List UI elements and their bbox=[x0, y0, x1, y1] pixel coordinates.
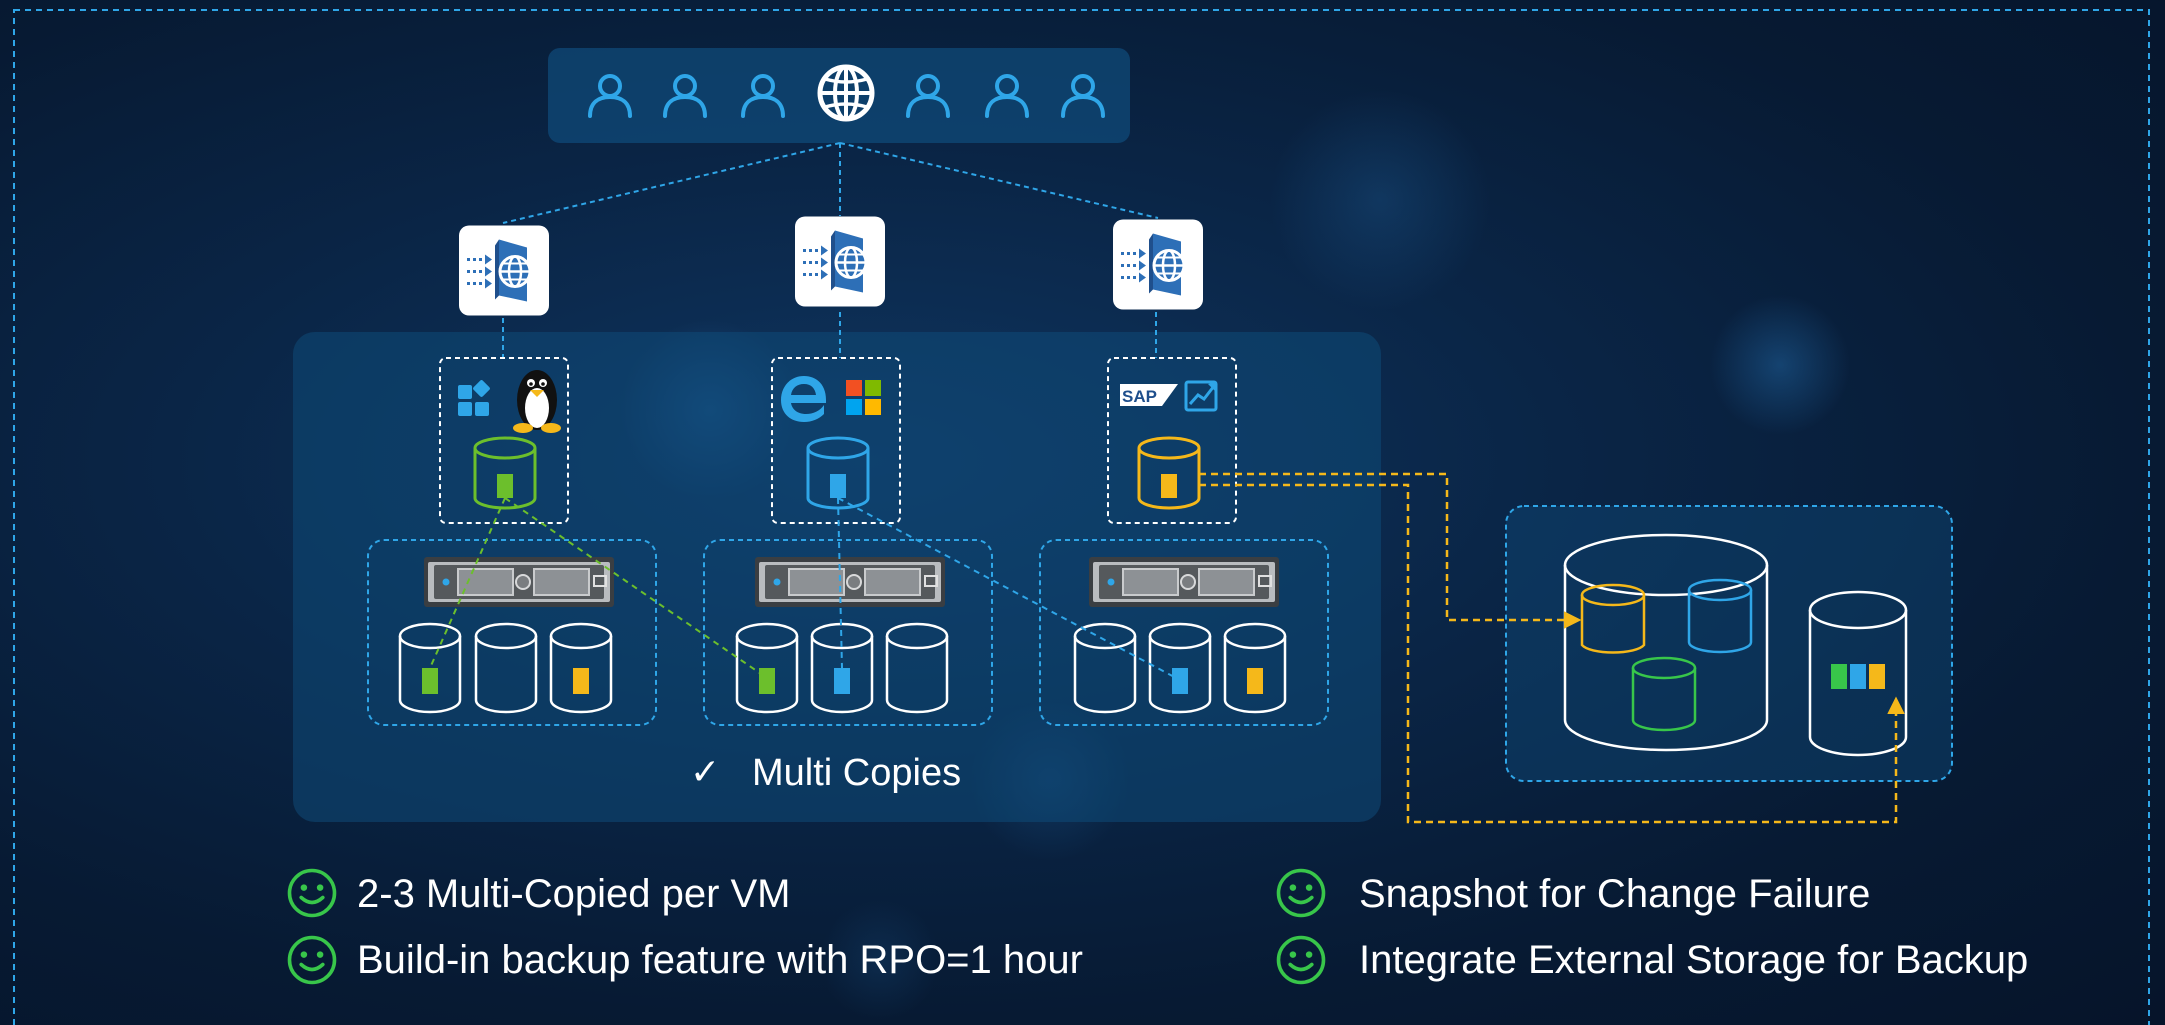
apps-grid-icon bbox=[458, 380, 490, 416]
web-gateway-icon bbox=[1113, 218, 1203, 311]
vm-box-3: SAP bbox=[1107, 357, 1237, 524]
external-storage-icon bbox=[1505, 505, 1953, 782]
vm-disk-yellow bbox=[1137, 436, 1201, 510]
feature-text: Integrate External Storage for Backup bbox=[1359, 938, 2028, 982]
server-icon bbox=[755, 557, 945, 607]
backup-arrows bbox=[1199, 472, 1905, 824]
users-bar bbox=[548, 48, 1130, 143]
multi-copies-label: Multi Copies bbox=[752, 752, 961, 794]
multi-copies-check: ✓ bbox=[690, 751, 720, 792]
feature-list: 2-3 Multi-Copied per VM Build-in backup … bbox=[287, 868, 2028, 985]
host-box-2 bbox=[703, 539, 993, 726]
feature-text: Snapshot for Change Failure bbox=[1359, 872, 1870, 916]
smiley-icon bbox=[287, 868, 337, 918]
web-gateway-icon bbox=[795, 214, 885, 309]
outer-frame bbox=[13, 9, 2150, 1025]
host-box-1 bbox=[367, 539, 657, 726]
analytics-chart-icon bbox=[1184, 380, 1218, 412]
vm-disk-blue bbox=[806, 436, 870, 510]
disk-group bbox=[398, 622, 613, 714]
replication-links bbox=[429, 497, 1181, 681]
vm-box-1 bbox=[439, 357, 569, 524]
smiley-icon bbox=[287, 935, 337, 985]
sap-text: SAP bbox=[1122, 387, 1157, 406]
linux-penguin-icon bbox=[513, 370, 561, 433]
web-gateway-icon bbox=[459, 223, 549, 318]
user-gateway-links bbox=[502, 142, 1159, 224]
vm-box-2 bbox=[771, 357, 901, 524]
server-icon bbox=[1089, 557, 1279, 607]
host-box-3 bbox=[1039, 539, 1329, 726]
globe-icon bbox=[817, 64, 875, 122]
gateway-vm-links bbox=[502, 312, 1157, 358]
server-icon bbox=[424, 557, 614, 607]
windows-logo-icon bbox=[846, 380, 881, 415]
feature-text: 2-3 Multi-Copied per VM bbox=[357, 872, 791, 916]
smiley-icon bbox=[1276, 935, 1326, 985]
edge-browser-icon bbox=[781, 376, 826, 422]
disk-group bbox=[735, 622, 949, 714]
smiley-icon bbox=[1276, 868, 1326, 918]
users-bar-icons bbox=[588, 64, 1105, 122]
vm-disk-green bbox=[473, 436, 537, 510]
feature-text: Build-in backup feature with RPO=1 hour bbox=[357, 938, 1083, 982]
disk-group bbox=[1073, 622, 1287, 714]
sap-logo-icon: SAP bbox=[1120, 384, 1178, 406]
